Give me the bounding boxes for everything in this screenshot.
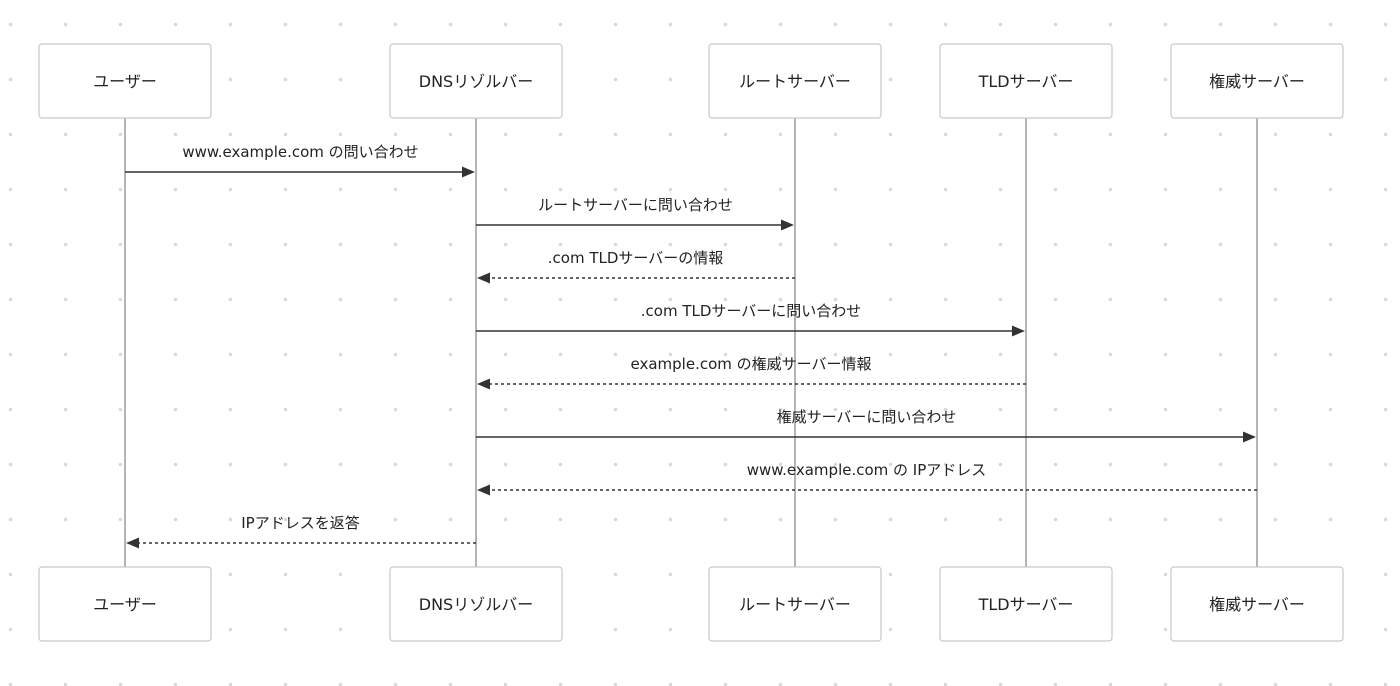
message-1: www.example.com の問い合わせ [125,143,475,178]
message-label: example.com の権威サーバー情報 [631,355,872,373]
message-2: ルートサーバーに問い合わせ [476,196,794,231]
participant-top-user: ユーザー [38,43,212,119]
message-5: example.com の権威サーバー情報 [477,355,1026,390]
message-7: www.example.com の IPアドレス [477,461,1257,496]
participant-label: 権威サーバー [1209,595,1305,614]
arrowhead-icon [1012,325,1025,337]
participant-box [389,566,563,642]
message-label: 権威サーバーに問い合わせ [777,408,957,426]
participant-box [38,43,212,119]
arrowhead-icon [462,166,475,178]
participant-label: 権威サーバー [1209,72,1305,91]
message-3: .com TLDサーバーの情報 [477,249,795,284]
message-label: www.example.com の IPアドレス [747,461,987,479]
participant-label: DNSリゾルバー [419,72,533,91]
participant-box [708,566,882,642]
participant-label: ユーザー [93,595,157,614]
message-label: www.example.com の問い合わせ [182,143,418,161]
arrowhead-icon [1243,431,1256,443]
participant-box [939,566,1113,642]
arrowhead-icon [126,537,139,549]
participant-top-resolver: DNSリゾルバー [389,43,563,119]
participant-label: TLDサーバー [978,72,1074,91]
participant-box [38,566,212,642]
participant-bottom-auth: 権威サーバー [1170,566,1344,642]
message-8: IPアドレスを返答 [126,514,476,549]
message-label: .com TLDサーバーの情報 [548,249,724,267]
participant-label: ルートサーバー [739,72,851,91]
message-label: IPアドレスを返答 [241,514,359,532]
participant-label: ユーザー [93,72,157,91]
participant-bottom-tld: TLDサーバー [939,566,1113,642]
participant-box [939,43,1113,119]
participant-box [389,43,563,119]
participant-bottom-root: ルートサーバー [708,566,882,642]
participant-box [1170,566,1344,642]
participant-label: ルートサーバー [739,595,851,614]
participant-bottom-user: ユーザー [38,566,212,642]
arrowhead-icon [477,272,490,284]
message-4: .com TLDサーバーに問い合わせ [476,302,1025,337]
arrowhead-icon [781,219,794,231]
participant-bottom-resolver: DNSリゾルバー [389,566,563,642]
message-6: 権威サーバーに問い合わせ [476,408,1256,443]
participant-top-tld: TLDサーバー [939,43,1113,119]
participant-box [1170,43,1344,119]
arrowhead-icon [477,378,490,390]
participant-label: DNSリゾルバー [419,595,533,614]
participant-top-auth: 権威サーバー [1170,43,1344,119]
participant-top-root: ルートサーバー [708,43,882,119]
participant-label: TLDサーバー [978,595,1074,614]
arrowhead-icon [477,484,490,496]
message-label: ルートサーバーに問い合わせ [538,196,733,214]
message-label: .com TLDサーバーに問い合わせ [641,302,862,320]
participant-box [708,43,882,119]
